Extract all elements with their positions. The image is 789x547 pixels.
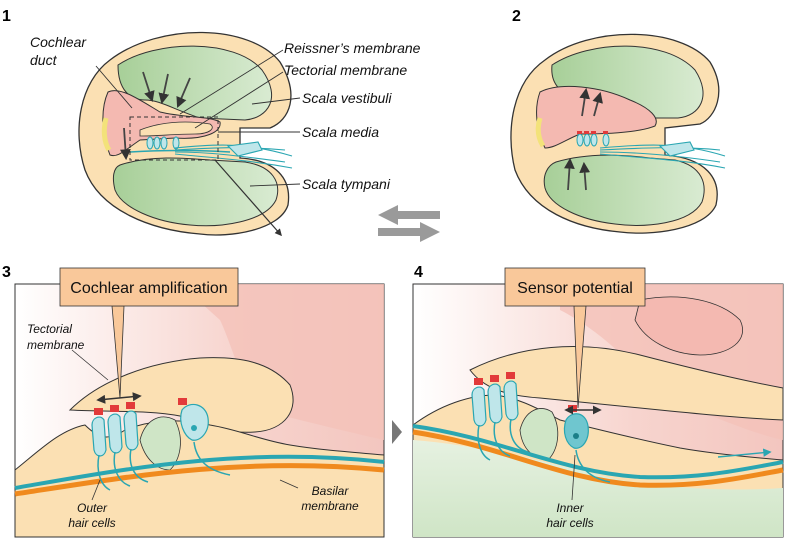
inner-hair-cell-nucleus-p3 <box>191 425 197 431</box>
label-cochlear-duct-1: Cochlear <box>30 34 87 50</box>
label-outer-hair-cells-1: Outer <box>77 501 108 515</box>
label-tectorial-p3-1: Tectorial <box>27 322 72 336</box>
label-cochlear-duct-2: duct <box>30 52 58 68</box>
panel-4-number: 4 <box>414 264 423 281</box>
inner-hair-cell-p4 <box>564 414 588 449</box>
stereocilia-inner-p4 <box>568 405 577 412</box>
callout-sensor-potential: Sensor potential <box>517 280 633 297</box>
label-scala-media: Scala media <box>302 124 379 140</box>
label-tectorial-membrane: Tectorial membrane <box>284 62 407 78</box>
label-basilar-2: membrane <box>301 499 359 513</box>
panel-4: 4 <box>413 264 783 537</box>
oscillation-arrows <box>378 205 440 242</box>
panel-transition-arrow <box>392 420 402 444</box>
inner-hair-cell-nucleus-p4 <box>573 433 579 439</box>
label-scala-tympani: Scala tympani <box>302 176 391 192</box>
panel-2: 2 <box>511 8 725 233</box>
label-basilar-1: Basilar <box>312 484 350 498</box>
hair-bundles-red-2 <box>577 131 608 134</box>
panel-2-number: 2 <box>512 8 521 25</box>
callout-cochlear-amplification: Cochlear amplification <box>70 280 227 297</box>
panel-1-number: 1 <box>2 8 11 25</box>
stereocilia-inner-p3 <box>178 398 187 405</box>
label-inner-hair-cells-1: Inner <box>556 501 584 515</box>
panel-3-number: 3 <box>2 264 11 281</box>
hair-cells-small-2 <box>577 134 609 146</box>
label-outer-hair-cells-2: hair cells <box>68 516 115 530</box>
panel-3: 3 <box>2 264 384 537</box>
label-reissners-membrane: Reissner’s membrane <box>284 40 421 56</box>
label-tectorial-p3-2: membrane <box>27 338 85 352</box>
hair-cells-small <box>147 137 179 149</box>
label-inner-hair-cells-2: hair cells <box>546 516 593 530</box>
label-scala-vestibuli: Scala vestibuli <box>302 90 392 106</box>
panel-1: 1 <box>2 8 421 235</box>
